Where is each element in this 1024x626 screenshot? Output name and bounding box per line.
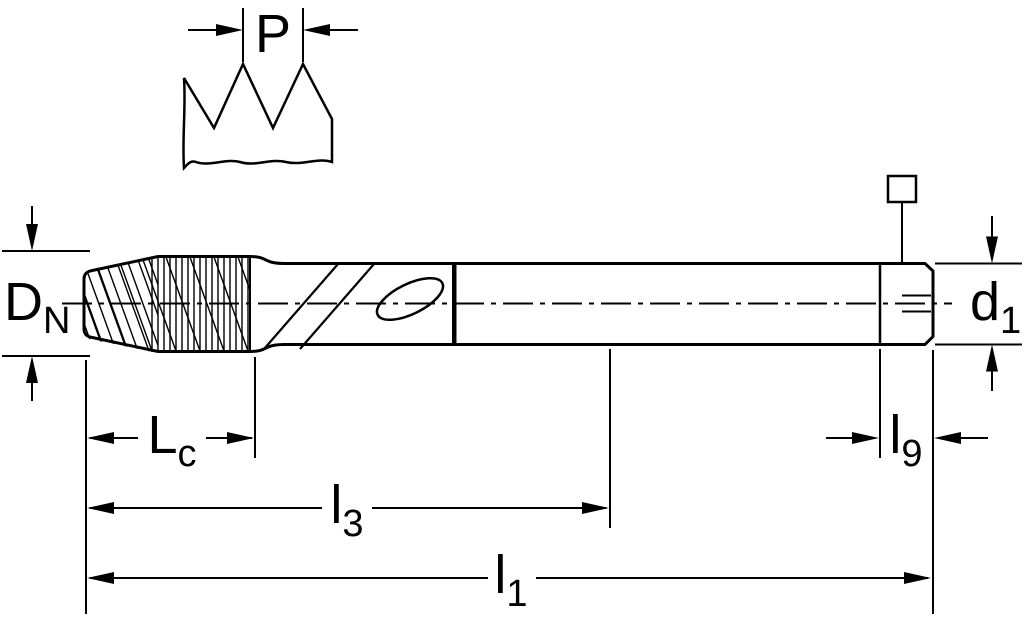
shank-diameter-main: d: [970, 272, 1000, 332]
thread-length-label: l3: [330, 475, 363, 545]
tap-body-silhouette: [82, 255, 935, 353]
square-length-sub: 9: [901, 433, 922, 475]
arrowhead: [986, 344, 998, 372]
square-symbol-icon: [886, 174, 918, 204]
tap-drawing: [62, 174, 952, 353]
arrowhead: [26, 356, 38, 383]
flute-end-curve: [375, 276, 445, 322]
chamfer-length-sub: c: [178, 433, 197, 475]
arrowhead: [303, 24, 330, 36]
hatch-line: [185, 255, 229, 353]
overall-length-sub: 1: [506, 573, 527, 615]
shank-diameter-label: d1: [970, 272, 1021, 342]
dimension-shank-diameter: d1: [935, 216, 1022, 391]
nominal-diameter-main: D: [4, 272, 43, 332]
dimension-pitch: P: [188, 4, 358, 64]
dimension-nominal-diameter: DN: [2, 206, 90, 401]
hatch-line: [137, 255, 181, 353]
nominal-diameter-sub: N: [43, 300, 70, 342]
thread-profile-detail: P: [182, 4, 358, 171]
square-length-label: l9: [889, 405, 922, 475]
nominal-diameter-label: DN: [4, 272, 70, 342]
hatch-line: [233, 255, 251, 353]
arrowhead: [582, 502, 609, 514]
hatch-line: [132, 255, 158, 353]
arrowhead: [216, 24, 243, 36]
dimension-thread-length: l3: [87, 475, 609, 545]
arrowhead: [986, 236, 998, 264]
arrowhead: [852, 432, 879, 444]
arrowhead: [26, 224, 38, 251]
dimension-chamfer-length: Lc: [87, 405, 254, 475]
chamfer-length-main: L: [147, 405, 177, 465]
arrowhead: [904, 572, 931, 584]
square-drive-symbol: [886, 174, 918, 262]
hatch-line: [121, 255, 158, 353]
dimension-square-length: l9: [826, 405, 988, 475]
overall-length-label: l1: [494, 545, 527, 615]
arrowhead: [934, 432, 961, 444]
pitch-label: P: [255, 4, 291, 64]
overall-length-main: l: [494, 545, 506, 605]
square-length-main: l: [889, 405, 901, 465]
flute-runout-line: [263, 263, 339, 350]
hatch-line: [143, 255, 158, 353]
length-extension-lines: [85, 349, 934, 614]
dimension-overall-length: l1: [87, 545, 931, 615]
shank-diameter-sub: 1: [1000, 300, 1021, 342]
thread-length-sub: 3: [342, 503, 363, 545]
thread-profile-shape: [182, 61, 334, 171]
thread-length-main: l: [330, 475, 342, 535]
flute-runout-line: [299, 263, 375, 350]
chamfer-length-label: Lc: [147, 405, 196, 475]
arrowhead: [227, 432, 254, 444]
